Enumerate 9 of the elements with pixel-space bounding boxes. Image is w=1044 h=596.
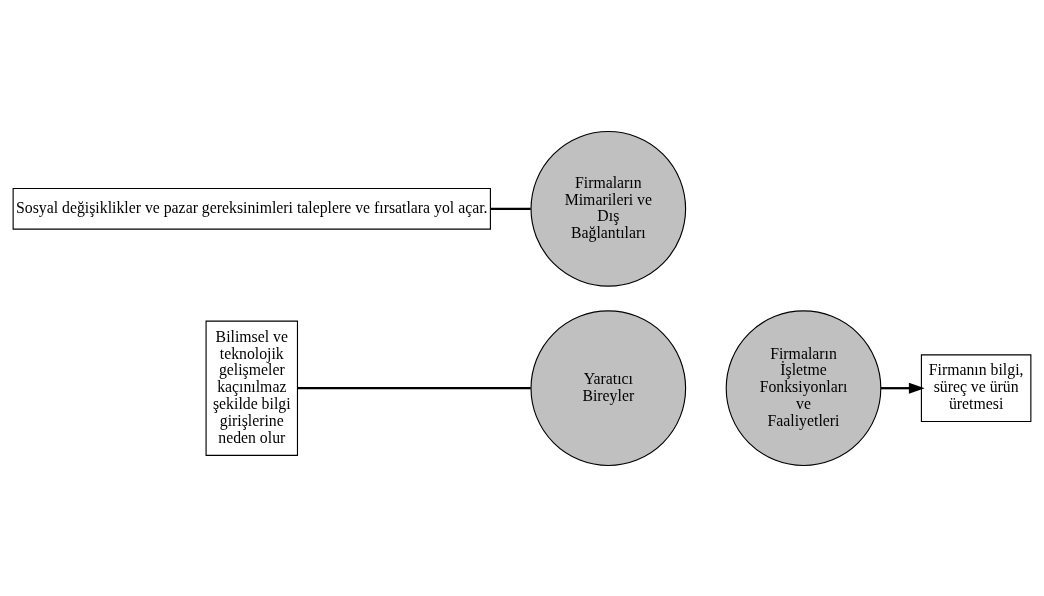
node-circle: Yaratıcı Bireyler bbox=[530, 309, 687, 466]
node-box: Bilimsel ve teknolojik gelişmeler kaçınılmaz şekilde bilgi girişlerine neden olur bbox=[205, 320, 299, 456]
connector bbox=[297, 386, 531, 389]
node-box: Firmanın bilgi, süreç ve ürün üretmesi bbox=[920, 353, 1032, 422]
node-circle: Firmaların İşletme Fonksiyonları ve Faaliyetleri bbox=[725, 309, 882, 466]
node-box: Sosyal değişiklikler ve pazar gereksinimleri taleplere ve fırsatlara yol açar. bbox=[12, 187, 491, 230]
connector bbox=[490, 207, 531, 210]
node-circle: Firmaların Mimarileri ve Dış Bağlantıları bbox=[530, 130, 687, 287]
arrow bbox=[880, 382, 925, 394]
